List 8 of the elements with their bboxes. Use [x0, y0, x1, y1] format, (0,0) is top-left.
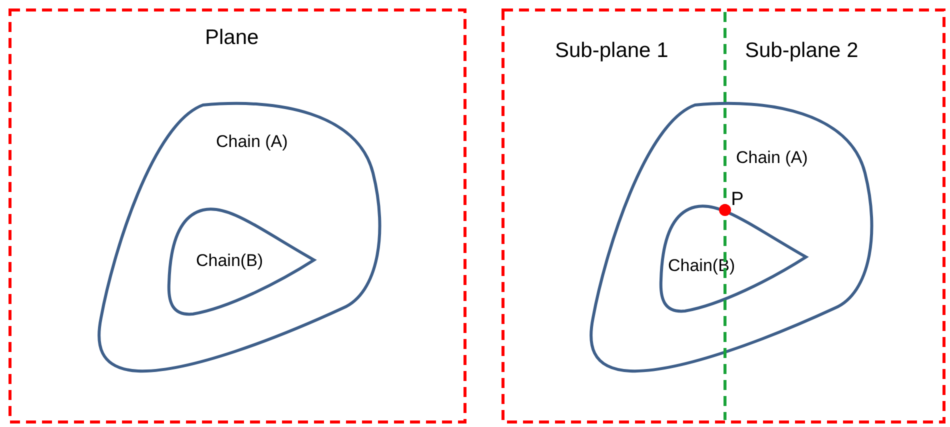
region-label: Chain(B) — [668, 255, 736, 277]
region-label: Plane — [205, 25, 259, 51]
region-label: Sub-plane 1 — [555, 38, 668, 64]
region-label: Sub-plane 2 — [745, 38, 858, 64]
region-label: Chain(B) — [196, 250, 264, 272]
region-label: Chain (A) — [736, 147, 808, 169]
region-label: Chain (A) — [216, 131, 288, 153]
point-label: P — [731, 188, 744, 212]
